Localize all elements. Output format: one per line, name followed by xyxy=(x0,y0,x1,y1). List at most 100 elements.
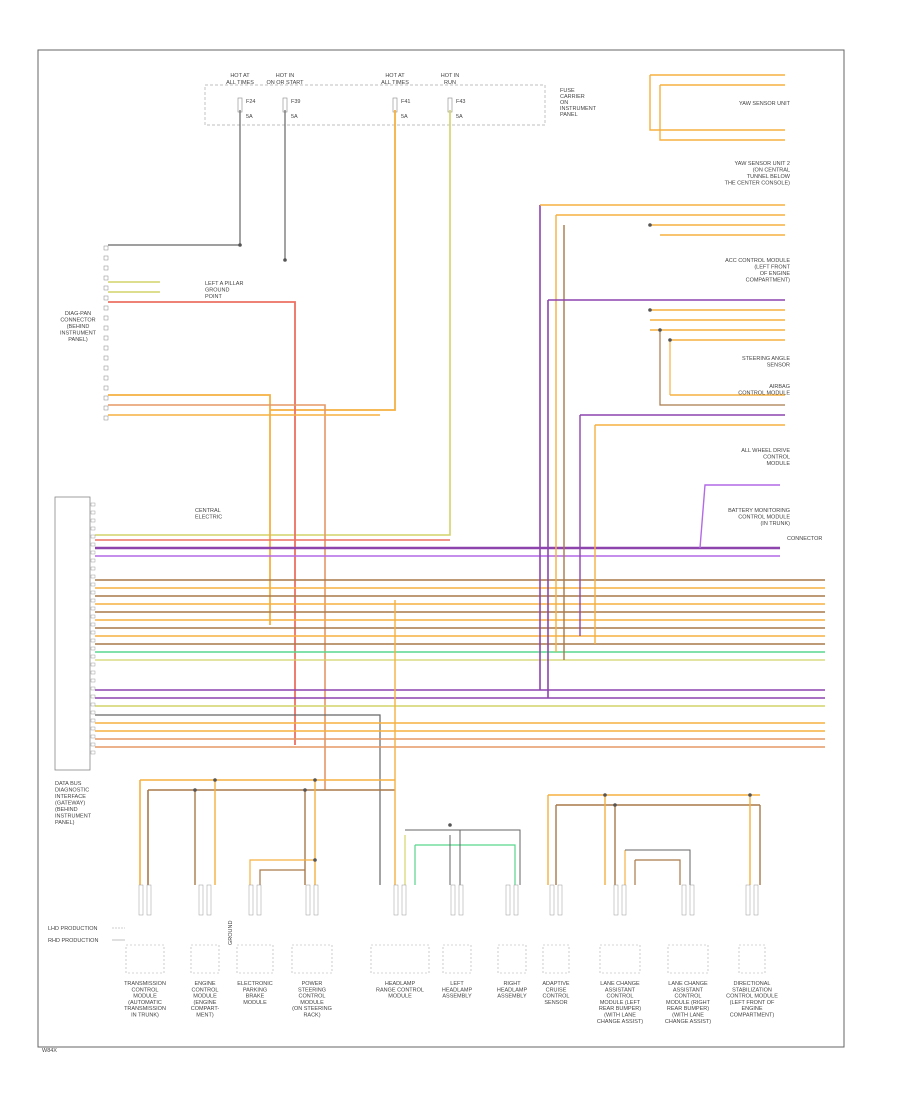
right-component-line: THE CENTER CONSOLE) xyxy=(725,181,791,187)
connector-pin xyxy=(613,884,619,916)
fuse-symbol xyxy=(237,97,243,113)
right-component-line: SENSOR xyxy=(767,363,790,369)
splice-dot xyxy=(448,823,452,827)
pin-stub xyxy=(90,638,96,643)
component-label-line: CRUISE xyxy=(546,987,567,993)
fuse-symbol xyxy=(392,97,398,113)
fuse-title: HOT AT xyxy=(230,73,250,79)
diag-label-line: DIAG-PAN xyxy=(65,311,91,317)
gateway-label-line: INSTRUMENT xyxy=(55,814,92,820)
component-label-line: PARKING xyxy=(243,987,267,993)
pin-stub xyxy=(90,534,96,539)
wire xyxy=(95,714,381,885)
component-label-line: RANGE CONTROL xyxy=(376,987,424,993)
ecu-label-line: ELECTRIC xyxy=(195,515,222,521)
legend-lhd: LHD PRODUCTION xyxy=(48,926,98,932)
fuse-symbol xyxy=(447,97,453,113)
pin-stub xyxy=(90,678,96,683)
component-label-line: HEADLAMP xyxy=(497,987,528,993)
connector-pin xyxy=(313,884,319,916)
gateway-label-line: (GATEWAY) xyxy=(55,801,85,807)
pin-stub xyxy=(103,265,109,271)
component-label-line: ASSEMBLY xyxy=(442,994,472,1000)
connector-pin xyxy=(305,884,311,916)
pin-stub xyxy=(90,598,96,603)
splice-dot xyxy=(613,803,617,807)
connector-pin xyxy=(689,884,695,916)
fuse-id: F43 xyxy=(456,99,465,105)
connector-pin xyxy=(206,884,212,916)
diag-label-line: CONNECTOR xyxy=(60,318,95,324)
connector-pin xyxy=(458,884,464,916)
component-box xyxy=(190,944,220,974)
connector-pin xyxy=(513,884,519,916)
gateway-label-line: PANEL) xyxy=(55,820,75,826)
splice-dot xyxy=(748,793,752,797)
right-component-line: CONTROL MODULE xyxy=(738,515,790,521)
pin-stub xyxy=(90,606,96,611)
left-ground-line: POINT xyxy=(205,294,222,300)
fuse-box-label-line: PANEL xyxy=(560,112,578,118)
splice-dot xyxy=(238,243,242,247)
component-label-line: MODULE xyxy=(300,1000,324,1006)
splice-dot xyxy=(648,308,652,312)
component-label-line: LANE CHANGE xyxy=(668,981,708,987)
fuse-id: F39 xyxy=(291,99,300,105)
component-box xyxy=(236,944,274,974)
component-box xyxy=(599,944,641,974)
pin-stub xyxy=(90,662,96,667)
wire xyxy=(625,849,691,885)
component-label-line: ENGINE xyxy=(741,1006,762,1012)
component-label-line: (WITH LANE xyxy=(672,1013,704,1019)
right-component-line: ALL WHEEL DRIVE xyxy=(741,448,790,454)
connector-pin xyxy=(745,884,751,916)
right-component-line: (IN TRUNK) xyxy=(760,521,790,527)
component-label-line: MENT) xyxy=(196,1013,214,1019)
component-label-line: REAR BUMPER) xyxy=(599,1006,641,1012)
ecu-label-line: CENTRAL xyxy=(195,508,221,514)
pin-stub xyxy=(103,295,109,301)
bottom-components: TRANSMISSIONCONTROLMODULE(AUTOMATICTRANS… xyxy=(124,884,778,1025)
right-component-line: CONTROL xyxy=(763,455,790,461)
pin-stub xyxy=(103,395,109,401)
component-label-line: CONTROL xyxy=(299,994,326,1000)
right-component-line: AIRBAG xyxy=(769,384,790,390)
fuse-box-label-line: ON xyxy=(560,100,568,106)
component-label-line: MODULE xyxy=(133,994,157,1000)
connector-pin xyxy=(146,884,152,916)
pin-stub xyxy=(103,345,109,351)
pin-stub xyxy=(103,315,109,321)
diag-label-line: PANEL) xyxy=(68,337,88,343)
fuse-id: F41 xyxy=(401,99,410,105)
pin-stub xyxy=(103,415,109,421)
component-label-line: (AUTOMATIC xyxy=(128,1000,162,1006)
wire xyxy=(405,829,521,885)
pin-stub xyxy=(103,285,109,291)
component-label-line: CHANGE ASSIST) xyxy=(665,1019,711,1025)
wires xyxy=(90,74,825,885)
component-label-line: MODULE xyxy=(193,994,217,1000)
connector-pin xyxy=(450,884,456,916)
component-label-line: MODULE xyxy=(388,994,412,1000)
pin-stub xyxy=(103,255,109,261)
component-label-line: REAR BUMPER) xyxy=(667,1006,709,1012)
wire xyxy=(635,859,681,885)
component-label-line: CONTROL xyxy=(675,994,702,1000)
component-label-line: HEADLAMP xyxy=(385,981,416,987)
right-component-line: CONTROL MODULE xyxy=(738,391,790,397)
pin-stub xyxy=(90,574,96,579)
pin-stub xyxy=(90,750,96,755)
wire xyxy=(108,301,296,745)
fuse-symbol xyxy=(282,97,288,113)
ground-label: GROUND xyxy=(228,921,234,945)
pin-stub xyxy=(103,305,109,311)
component-box xyxy=(370,944,430,974)
fuse-box-label-line: FUSE xyxy=(560,88,575,94)
diagram-frame xyxy=(37,49,845,1048)
component-label-line: MODULE xyxy=(243,1000,267,1006)
component-box xyxy=(497,944,527,974)
wire xyxy=(108,404,326,790)
wire xyxy=(270,110,396,411)
pin-stub xyxy=(90,646,96,651)
pin-stub xyxy=(103,275,109,281)
